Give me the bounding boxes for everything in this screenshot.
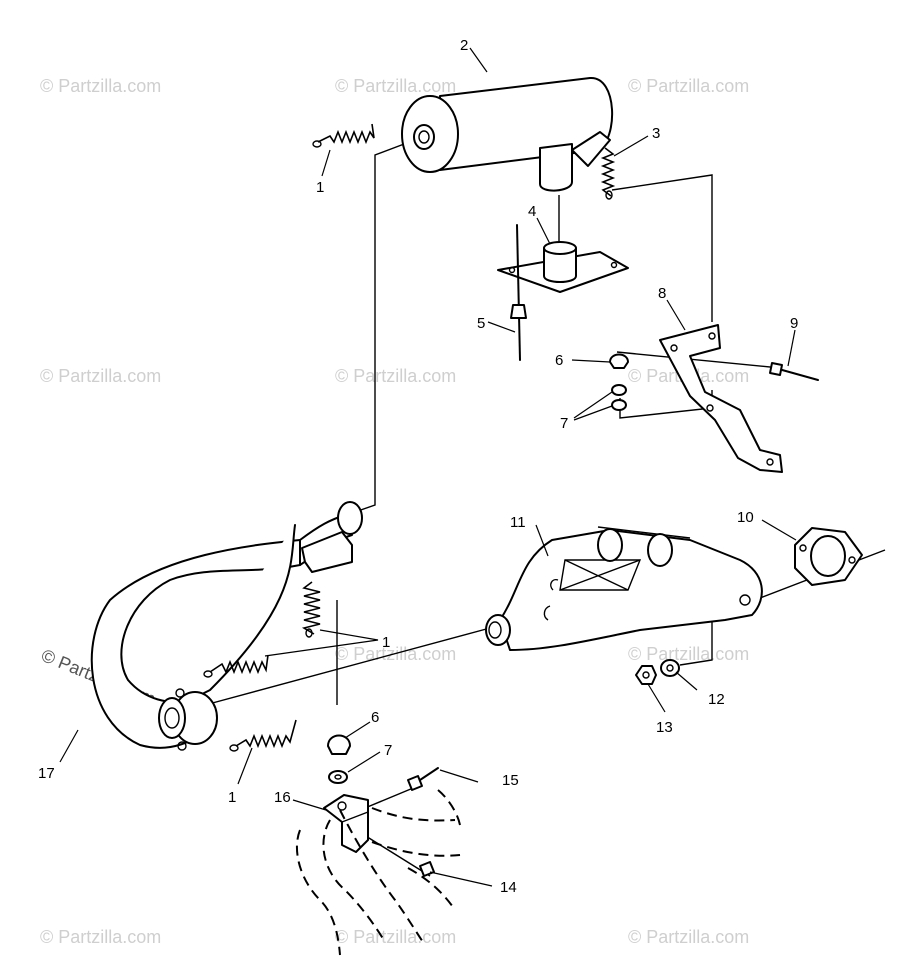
callout-10: 10 — [737, 509, 754, 526]
callout-16: 16 — [274, 789, 291, 806]
callout-2: 2 — [460, 37, 468, 54]
mount-plate — [497, 241, 629, 293]
manifold-11 — [485, 526, 763, 651]
watermark: © Partzilla.com — [628, 927, 749, 947]
callout-15: 15 — [502, 772, 519, 789]
watermark: © Partzilla.com — [335, 76, 456, 96]
callout-1-bottom: 1 — [228, 789, 236, 806]
watermark: © Partzilla.com — [40, 927, 161, 947]
callout-4: 4 — [528, 203, 536, 220]
leader-lines — [59, 47, 797, 887]
screw-15 — [407, 767, 439, 791]
bracket-8 — [659, 324, 783, 473]
callout-7-top: 7 — [560, 415, 568, 432]
callout-1-mid: 1 — [382, 634, 390, 651]
spring-bottom — [229, 719, 297, 752]
callout-14: 14 — [500, 879, 517, 896]
watermark: © Partzilla.com — [628, 644, 749, 664]
watermark: © Partzilla.com — [40, 366, 161, 386]
watermark: © Partzilla.com — [335, 366, 456, 386]
spring-vertical — [301, 581, 321, 638]
callout-7-bottom: 7 — [384, 742, 392, 759]
washer-bottom — [328, 770, 348, 784]
spring-middle — [203, 654, 269, 678]
nut-13 — [635, 665, 657, 685]
callout-6-top: 6 — [555, 352, 563, 369]
callouts: 1 2 3 4 5 6 7 8 9 10 11 12 13 1 6 7 14 1… — [38, 37, 798, 896]
callout-13: 13 — [656, 719, 673, 736]
gasket-10 — [794, 527, 863, 586]
washer-12 — [660, 659, 680, 677]
bracket-16 — [323, 794, 369, 853]
callout-5: 5 — [477, 315, 485, 332]
head-pipe-17 — [90, 501, 363, 751]
screw-14 — [419, 861, 435, 877]
screw-9 — [769, 362, 819, 381]
grommet-bottom — [327, 734, 351, 755]
callout-3: 3 — [652, 125, 660, 142]
callout-1-top: 1 — [316, 179, 324, 196]
grommet-top — [609, 353, 629, 369]
spring-3 — [600, 147, 616, 200]
muffler — [401, 76, 614, 192]
watermark: © Partzilla.com — [335, 927, 456, 947]
callout-8: 8 — [658, 285, 666, 302]
callout-9: 9 — [790, 315, 798, 332]
callout-11: 11 — [510, 514, 526, 531]
callout-12: 12 — [708, 691, 725, 708]
washers-top — [611, 384, 627, 411]
frame-outline — [295, 789, 461, 956]
watermark: © Partzilla.com — [628, 76, 749, 96]
watermark: © Partzilla.com — [40, 76, 161, 96]
watermarks: © Partzilla.com © Partzilla.com © Partzi… — [39, 76, 750, 947]
bolt-5 — [510, 224, 527, 361]
callout-17: 17 — [38, 765, 55, 782]
spring-top — [312, 123, 375, 148]
callout-6-bottom: 6 — [371, 709, 379, 726]
